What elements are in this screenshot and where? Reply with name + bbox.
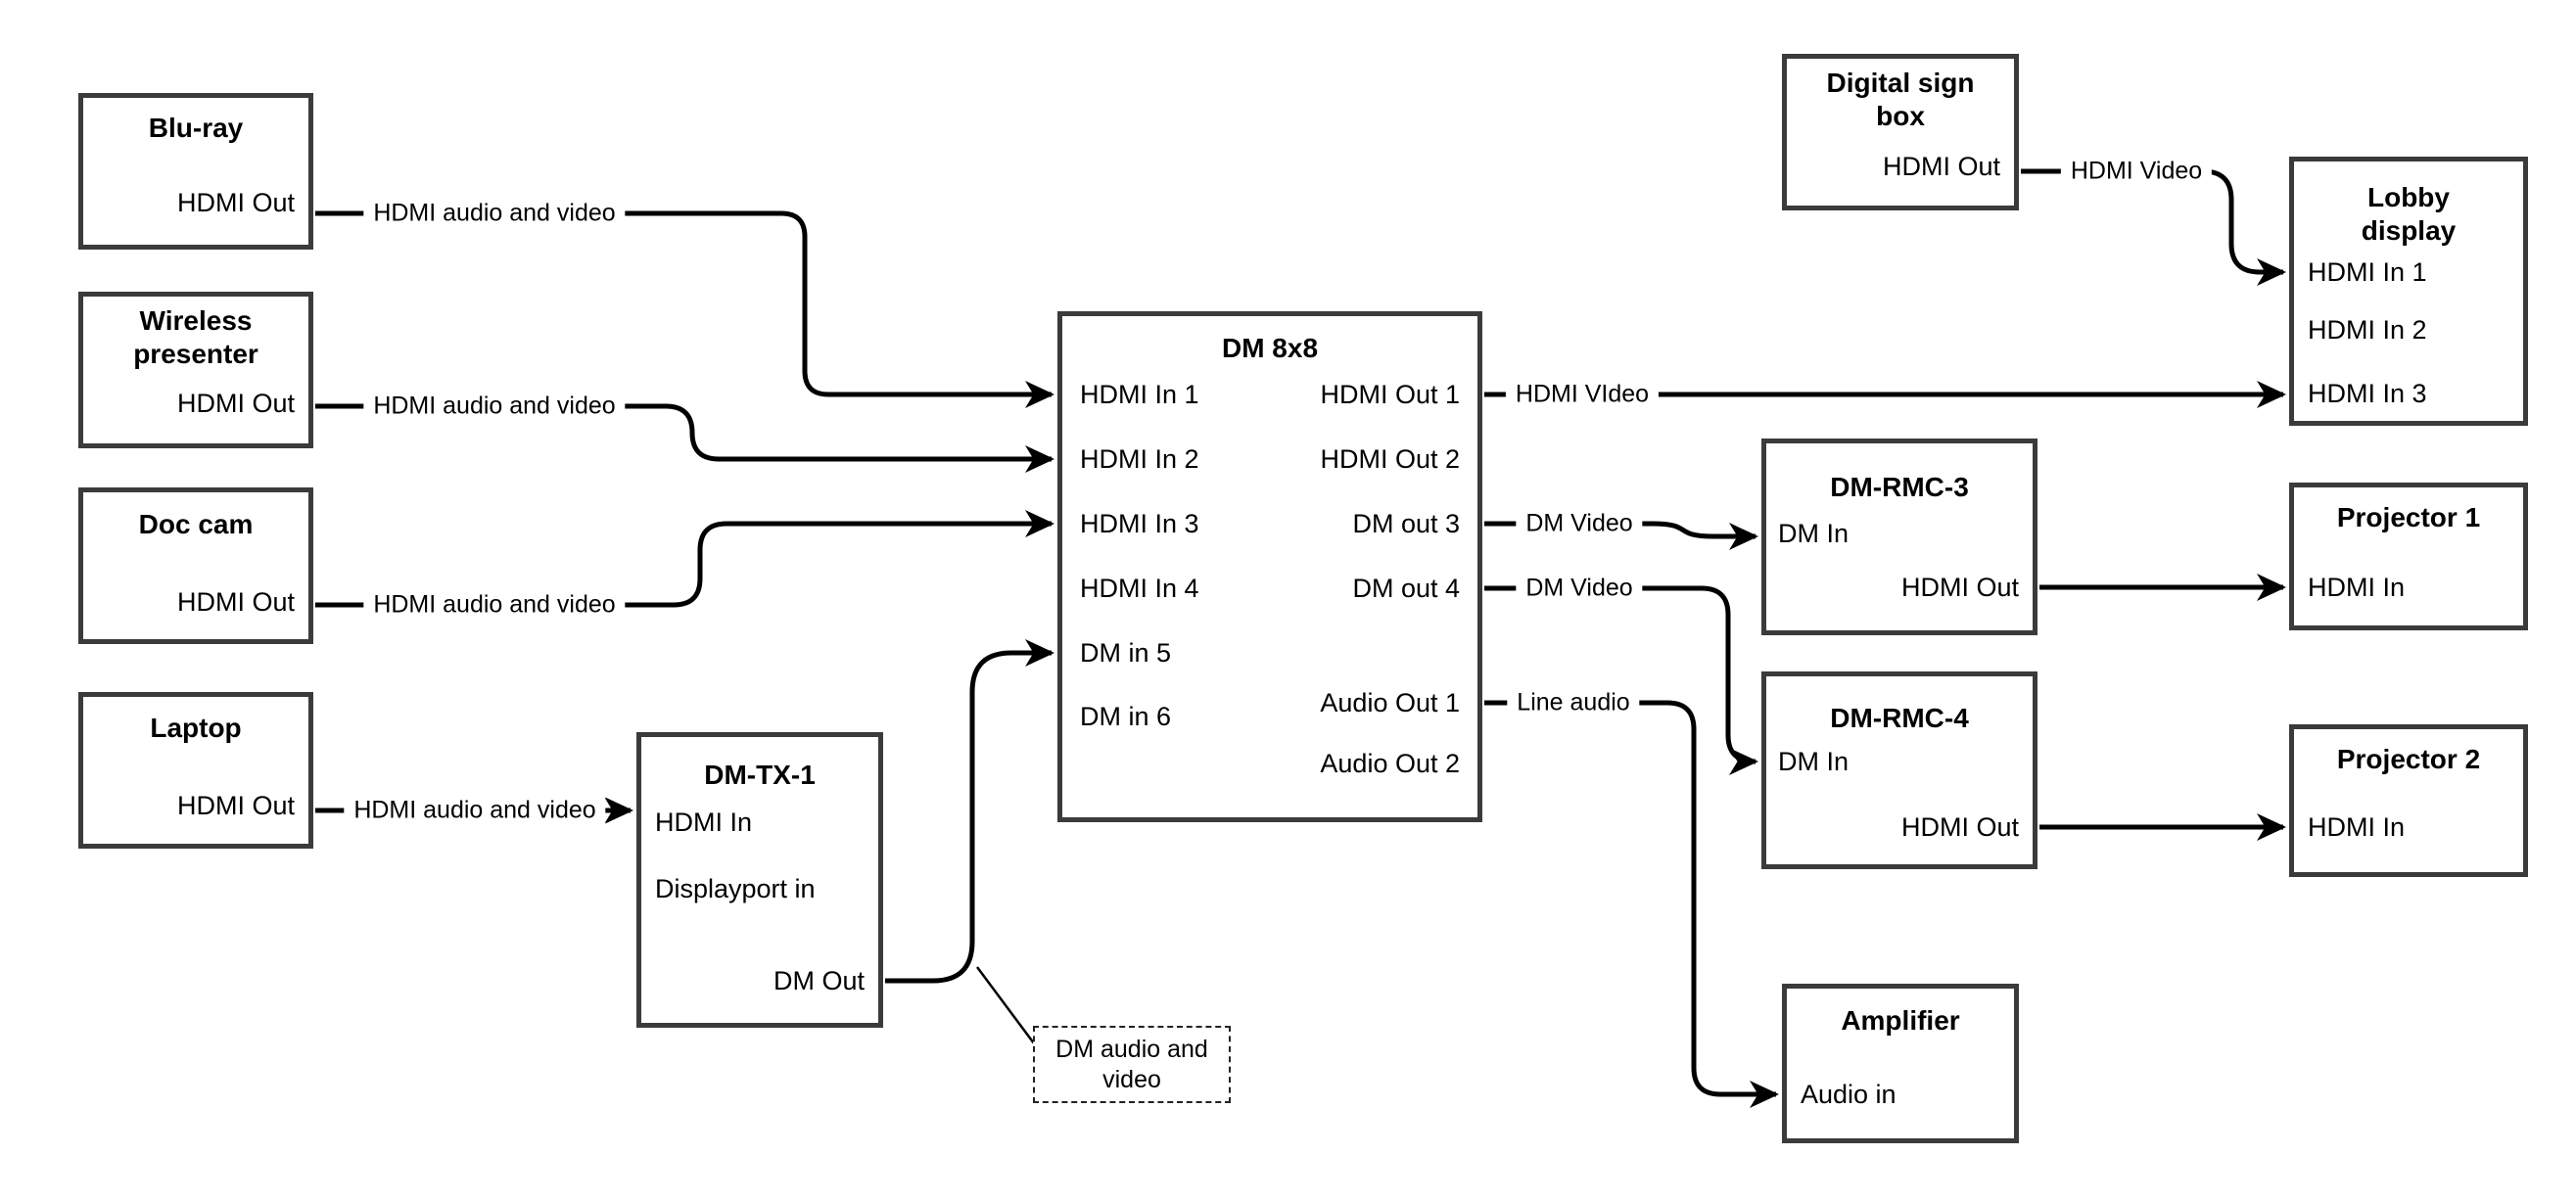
edge-label-bluray: HDMI audio and video — [363, 199, 626, 228]
port-hdmi-in-4: HDMI In 4 — [1080, 574, 1199, 603]
node-projector-2: Projector 2 HDMI In — [2289, 724, 2528, 877]
port-hdmi-out-1: HDMI Out 1 — [1320, 380, 1460, 409]
node-title: Laptop — [150, 713, 242, 743]
node-title: Projector 1 — [2336, 502, 2481, 532]
node-projector-1: Projector 1 HDMI In — [2289, 483, 2528, 630]
note-leader-line — [975, 966, 1036, 1044]
edge-label-dm-out-4: DM Video — [1516, 574, 1643, 603]
edge-label-wireless: HDMI audio and video — [363, 392, 626, 421]
node-title: Projector 2 — [2336, 744, 2481, 774]
node-blu-ray: Blu-ray HDMI Out — [78, 93, 313, 250]
node-title: Doc cam — [138, 509, 254, 539]
node-title: Blu-ray — [148, 113, 244, 143]
port-hdmi-in-2: HDMI In 2 — [2308, 315, 2427, 345]
port-dm-out-4: DM out 4 — [1352, 574, 1460, 603]
node-title: DM 8x8 — [1221, 333, 1319, 363]
port-dm-in: DM In — [1778, 519, 1850, 548]
edge-label-doccam: HDMI audio and video — [363, 590, 626, 620]
node-title: Digital sign box — [1826, 68, 1975, 131]
port-hdmi-out: HDMI Out — [1882, 152, 2000, 181]
node-dm-rmc-4: DM-RMC-4 DM In HDMI Out — [1761, 671, 2037, 869]
node-title: Wireless presenter — [133, 305, 258, 369]
connector-audio-out-1-to-amplifier — [1484, 700, 1779, 1108]
port-hdmi-in: HDMI In — [2308, 812, 2406, 842]
port-dm-in: DM In — [1778, 747, 1850, 776]
node-title: DM-RMC-4 — [1830, 703, 1969, 733]
port-hdmi-out: HDMI Out — [176, 791, 295, 820]
port-hdmi-in: HDMI In — [655, 808, 753, 837]
port-hdmi-in: HDMI In — [2308, 573, 2406, 602]
port-audio-out-2: Audio Out 2 — [1320, 749, 1460, 778]
port-hdmi-out: HDMI Out — [176, 587, 295, 617]
node-dm-rmc-3: DM-RMC-3 DM In HDMI Out — [1761, 439, 2037, 635]
edge-label-hdmi-out-1: HDMI VIdeo — [1505, 380, 1660, 409]
node-title: DM-TX-1 — [704, 760, 816, 790]
connector-dm-out-4-to-dmrmc4 — [1484, 585, 1758, 775]
port-dm-in-6: DM in 6 — [1080, 702, 1172, 731]
edge-label-digitalsign: HDMI Video — [2060, 157, 2213, 186]
node-doc-cam: Doc cam HDMI Out — [78, 487, 313, 644]
node-laptop: Laptop HDMI Out — [78, 692, 313, 849]
connector-digitalsign-to-lobby — [2021, 168, 2286, 286]
port-dm-out: DM Out — [773, 966, 865, 995]
node-wireless-presenter: Wireless presenter HDMI Out — [78, 292, 313, 448]
node-dm-tx-1: DM-TX-1 HDMI In Displayport in DM Out — [636, 732, 883, 1028]
port-hdmi-in-3: HDMI In 3 — [1080, 509, 1199, 538]
node-title: Lobby display — [2361, 182, 2457, 246]
port-displayport-in: Displayport in — [655, 874, 816, 903]
connector-bluray-to-hdmi-in-1 — [315, 210, 1054, 408]
port-hdmi-in-1: HDMI In 1 — [2308, 257, 2427, 287]
port-hdmi-in-3: HDMI In 3 — [2308, 379, 2427, 408]
node-title: DM-RMC-3 — [1830, 472, 1969, 502]
port-hdmi-out-2: HDMI Out 2 — [1320, 444, 1460, 474]
port-hdmi-in-1: HDMI In 1 — [1080, 380, 1199, 409]
edge-label-dm-out-3: DM Video — [1516, 509, 1643, 538]
port-audio-out-1: Audio Out 1 — [1320, 688, 1460, 717]
note-dm-audio-video: DM audio and video — [1033, 1026, 1231, 1103]
port-hdmi-out: HDMI Out — [1900, 812, 2019, 842]
port-hdmi-out: HDMI Out — [1900, 573, 2019, 602]
edge-label-laptop: HDMI audio and video — [344, 796, 606, 825]
port-dm-in-5: DM in 5 — [1080, 638, 1172, 668]
edge-label-audio-out-1: Line audio — [1507, 688, 1640, 717]
node-title: Amplifier — [1841, 1005, 1960, 1036]
node-digital-sign-box: Digital sign box HDMI Out — [1782, 54, 2019, 210]
node-amplifier: Amplifier Audio in — [1782, 984, 2019, 1143]
connector-dmtx1-to-dm-in-5 — [885, 639, 1054, 984]
port-dm-out-3: DM out 3 — [1352, 509, 1460, 538]
port-hdmi-out: HDMI Out — [176, 389, 295, 418]
port-hdmi-out: HDMI Out — [176, 188, 295, 217]
node-dm-8x8: DM 8x8 HDMI In 1 HDMI In 2 HDMI In 3 HDM… — [1057, 311, 1482, 822]
port-hdmi-in-2: HDMI In 2 — [1080, 444, 1199, 474]
node-lobby-display: Lobby display HDMI In 1 HDMI In 2 HDMI I… — [2289, 157, 2528, 426]
port-audio-in: Audio in — [1801, 1080, 1897, 1109]
